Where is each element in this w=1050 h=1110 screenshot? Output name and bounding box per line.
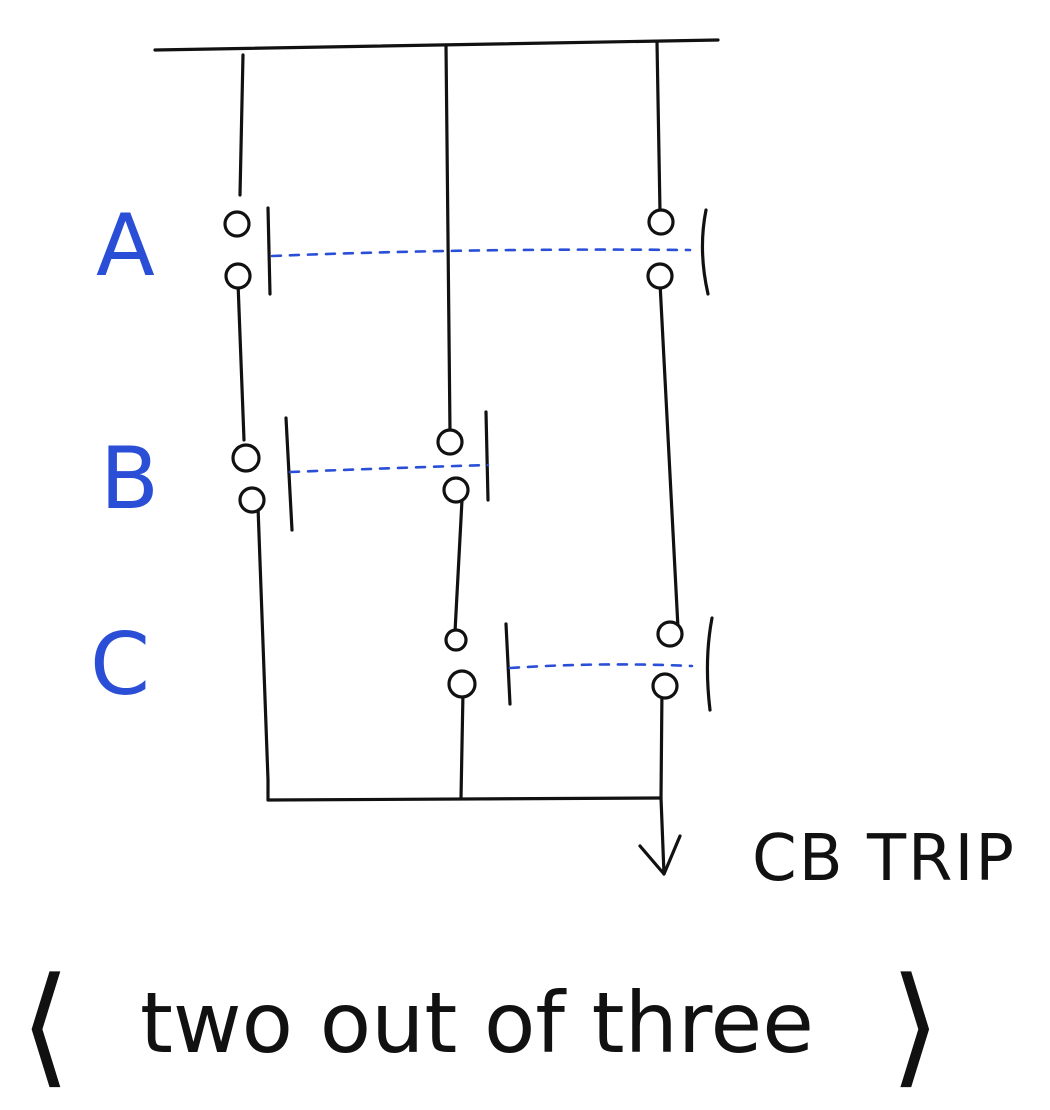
contact-c-middle <box>444 622 512 706</box>
output-label-cb-trip: CB TRIP <box>752 822 1016 896</box>
linkage-b <box>288 463 490 474</box>
bottom-bus <box>266 778 663 802</box>
row-label-c: C <box>90 615 150 715</box>
linkage-a <box>270 248 692 258</box>
output-arrow <box>638 796 682 876</box>
row-label-b: B <box>100 429 159 529</box>
branch-left-wire <box>236 53 270 782</box>
contact-b-left <box>231 416 294 532</box>
contact-a-left <box>223 206 272 296</box>
linkage-c <box>508 663 694 670</box>
row-label-a: A <box>96 196 155 296</box>
branch-middle-wire <box>444 43 465 800</box>
caption-bracket-open: ⟨ <box>20 949 71 1101</box>
contact-a-right <box>646 208 710 296</box>
branch-right-wire <box>655 40 680 800</box>
contact-c-right <box>651 616 714 712</box>
caption-bracket-close: ⟩ <box>890 949 941 1101</box>
caption-text: two out of three <box>140 974 814 1072</box>
top-bus <box>153 38 720 52</box>
contact-b-middle <box>436 410 490 504</box>
